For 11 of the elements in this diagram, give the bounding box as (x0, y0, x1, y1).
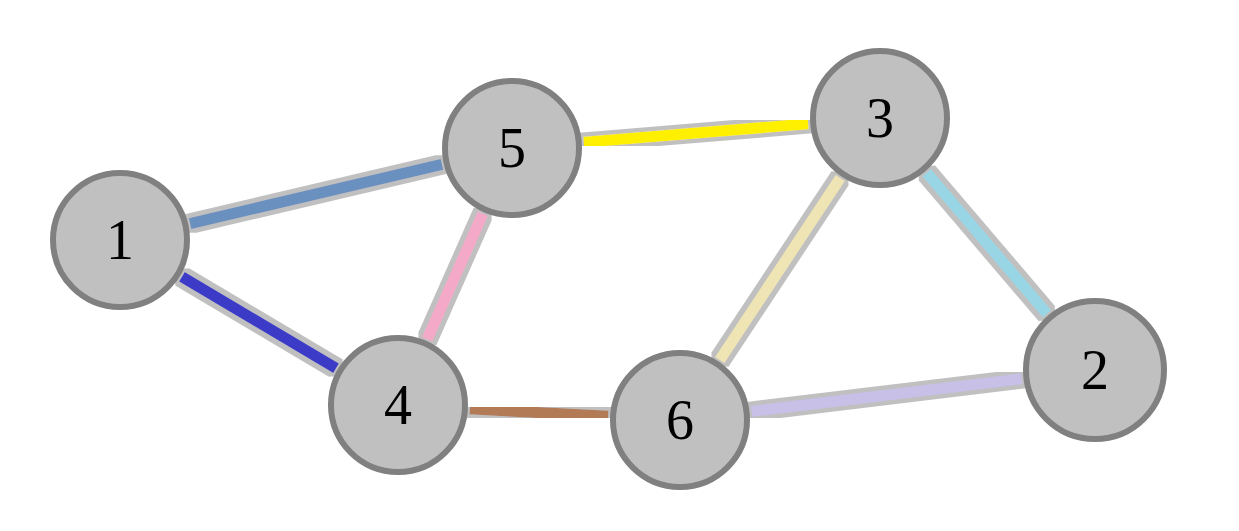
node-label: 6 (666, 392, 694, 448)
edge-line (188, 159, 444, 229)
edge-line (715, 174, 845, 363)
edge-line (422, 211, 488, 342)
node-label: 1 (106, 212, 134, 268)
edge-line (179, 272, 339, 373)
node-label: 3 (866, 90, 894, 146)
node-label: 2 (1081, 342, 1109, 398)
edge-line (469, 403, 609, 422)
node-label: 4 (384, 377, 412, 433)
node-label: 5 (498, 120, 526, 176)
